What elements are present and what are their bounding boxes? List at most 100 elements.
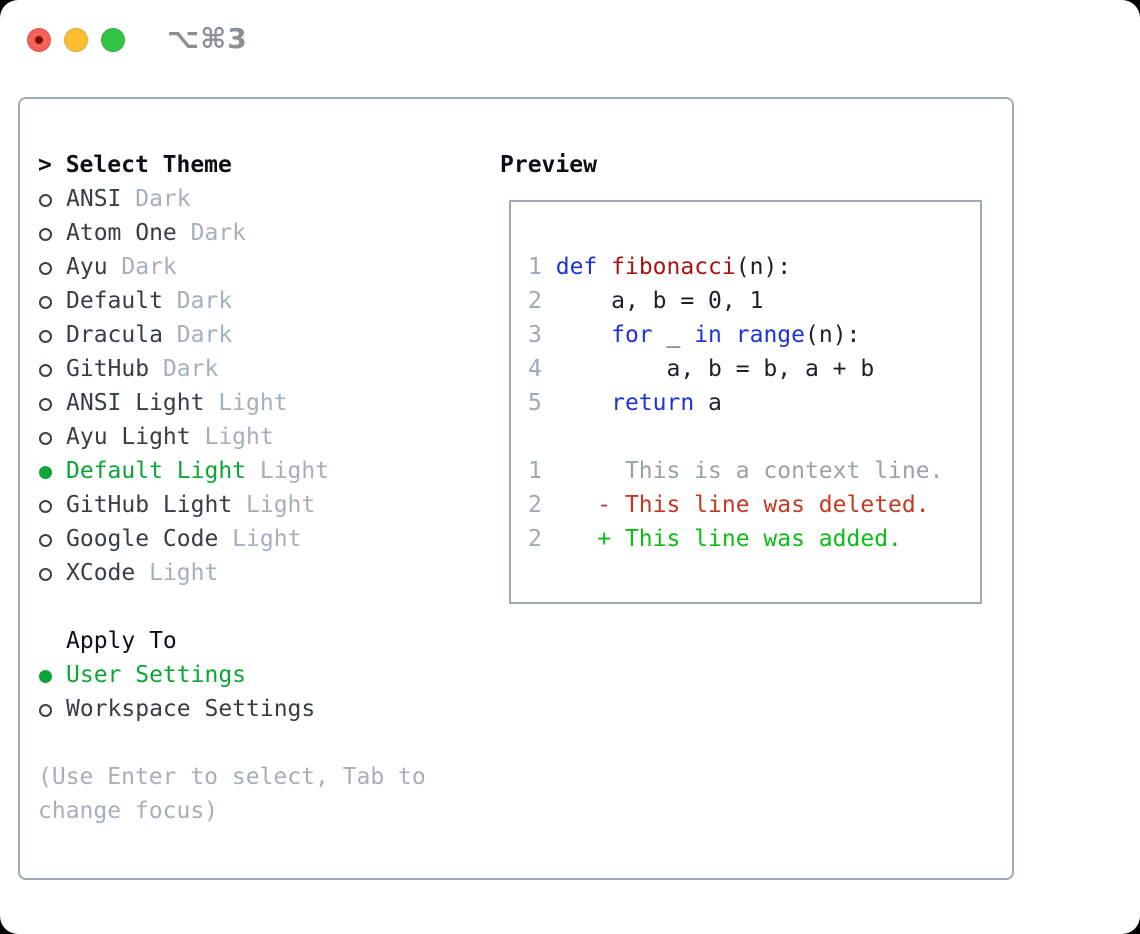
theme-name: GitHub	[66, 356, 150, 382]
radio-icon	[39, 398, 52, 411]
line-number: 4	[528, 356, 542, 382]
code-line: 4 a, b = b, a + b	[528, 352, 943, 386]
radio-icon	[39, 194, 52, 207]
theme-variant: Dark	[107, 254, 177, 280]
theme-variant: Dark	[162, 322, 233, 348]
theme-variant: Dark	[121, 186, 191, 212]
line-number: 2	[528, 526, 542, 552]
theme-option-github[interactable]: GitHub Dark	[38, 352, 426, 386]
code-token: a, b = b, a + b	[555, 356, 875, 382]
help-text-line-1: (Use Enter to select, Tab to	[38, 764, 426, 790]
radio-icon	[39, 534, 52, 547]
code-token	[556, 390, 611, 416]
theme-variant: Light	[246, 458, 330, 484]
radio-icon	[39, 330, 52, 343]
radio-selected-icon	[39, 670, 52, 683]
theme-option-google-code[interactable]: Google Code Light	[38, 522, 426, 556]
theme-name: Google Code	[66, 526, 219, 552]
code-line	[528, 420, 943, 454]
apply-to-option-label: User Settings	[66, 662, 247, 688]
theme-variant: Light	[204, 390, 288, 416]
close-button-icon[interactable]	[27, 28, 51, 52]
zoom-button-icon[interactable]	[101, 28, 125, 52]
diff-line-context: 1 This is a context line.	[528, 454, 943, 488]
line-number: 2	[528, 288, 542, 314]
theme-variant: Light	[190, 424, 274, 450]
theme-option-ansi-light[interactable]: ANSI Light Light	[38, 386, 426, 420]
line-number: 5	[528, 390, 542, 416]
code-token: (n):	[735, 254, 792, 280]
apply-to-title: Apply To	[66, 628, 177, 654]
code-line: 3 for _ in range(n):	[528, 318, 943, 352]
theme-variant: Dark	[162, 288, 233, 314]
line-number: 1	[528, 458, 542, 484]
radio-icon	[39, 364, 52, 377]
diff-text: - This line was deleted.	[541, 492, 930, 518]
radio-icon	[39, 262, 52, 275]
radio-icon	[39, 228, 52, 241]
code-token	[597, 254, 611, 280]
diff-line-added: 2 + This line was added.	[528, 522, 943, 556]
diff-line-deleted: 2 - This line was deleted.	[528, 488, 943, 522]
traffic-lights	[27, 28, 125, 52]
code-token: (n):	[805, 322, 861, 348]
help-text-line-2: change focus)	[38, 798, 219, 824]
code-line: 2 a, b = 0, 1	[528, 284, 943, 318]
theme-name: GitHub Light	[66, 492, 233, 518]
select-theme-title: > Select Theme	[38, 152, 232, 178]
code-line: 5 return a	[528, 386, 943, 420]
apply-to-option-workspace-settings[interactable]: Workspace Settings	[38, 692, 426, 726]
code-token: def	[555, 254, 598, 280]
theme-option-ayu-light[interactable]: Ayu Light Light	[38, 420, 426, 454]
theme-option-ansi[interactable]: ANSI Dark	[38, 182, 426, 216]
theme-name: Atom One	[66, 220, 177, 246]
minimize-button-icon[interactable]	[64, 28, 88, 52]
theme-option-xcode[interactable]: XCode Light	[38, 556, 426, 590]
code-token	[556, 322, 611, 348]
spacer	[38, 590, 426, 624]
theme-name: Ayu	[66, 254, 108, 280]
radio-icon	[39, 296, 52, 309]
theme-name: Dracula	[66, 322, 163, 348]
radio-icon	[39, 432, 52, 445]
line-number: 1	[528, 254, 542, 280]
prompt-caret-icon: >	[38, 152, 66, 178]
theme-variant: Dark	[149, 356, 219, 382]
theme-name: Default	[66, 288, 163, 314]
theme-option-default[interactable]: Default Dark	[38, 284, 426, 318]
line-number: 2	[528, 492, 542, 518]
code-token	[722, 322, 736, 348]
code-token: return	[611, 390, 695, 416]
theme-option-default-light[interactable]: Default Light Light	[38, 454, 426, 488]
theme-variant: Dark	[176, 220, 247, 246]
theme-option-atom-one[interactable]: Atom One Dark	[38, 216, 426, 250]
theme-name: Default Light	[66, 458, 247, 484]
spacer	[38, 726, 426, 760]
theme-variant: Light	[218, 526, 302, 552]
line-number: 3	[528, 322, 542, 348]
theme-variant: Light	[232, 492, 316, 518]
code-token: _	[652, 322, 695, 348]
radio-icon	[39, 500, 52, 513]
code-token: fibonacci	[611, 254, 736, 280]
theme-name: ANSI	[66, 186, 122, 212]
theme-name: XCode	[66, 560, 136, 586]
window-shortcut-label: ⌥⌘3	[167, 22, 248, 55]
diff-text: + This line was added.	[541, 526, 902, 552]
preview-title: Preview	[500, 152, 597, 178]
radio-selected-icon	[39, 466, 52, 479]
theme-name: Ayu Light	[66, 424, 191, 450]
code-token: in	[694, 322, 722, 348]
theme-option-ayu[interactable]: Ayu Dark	[38, 250, 426, 284]
theme-variant: Light	[135, 560, 219, 586]
diff-text: This is a context line.	[541, 458, 944, 484]
apply-to-option-user-settings[interactable]: User Settings	[38, 658, 426, 692]
theme-option-dracula[interactable]: Dracula Dark	[38, 318, 426, 352]
theme-option-github-light[interactable]: GitHub Light Light	[38, 488, 426, 522]
